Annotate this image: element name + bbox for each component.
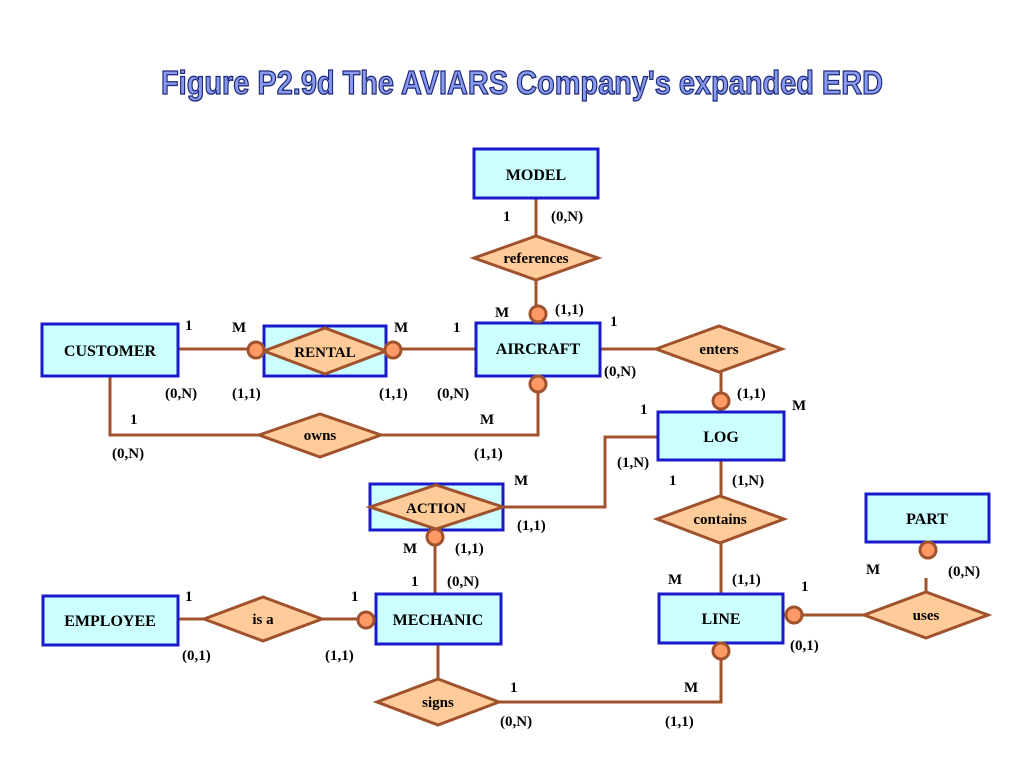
label-line-contains-card: (1,1) <box>732 572 761 588</box>
signs-label: signs <box>422 695 454 711</box>
relationship-references: references <box>469 234 603 282</box>
label-line-contains-m: M <box>668 572 682 588</box>
label-part-uses-m: M <box>866 562 880 578</box>
optional-circle-aircraft-references <box>528 304 548 324</box>
figure-title: Figure P2.9d The AVIARS Company's expand… <box>161 64 883 101</box>
is-a-label: is a <box>252 612 274 628</box>
label-mech-isa-1: 1 <box>351 589 359 605</box>
entity-mechanic: MECHANIC <box>374 592 503 646</box>
enters-label: enters <box>699 342 738 358</box>
label-log-enters-card: (1,1) <box>737 386 766 402</box>
optional-circle-rental-customer <box>246 340 266 360</box>
label-rental-air-m: M <box>394 320 408 336</box>
entity-customer-label: CUSTOMER <box>64 343 157 360</box>
optional-circle-rental-aircraft <box>383 340 403 360</box>
entity-employee-label: EMPLOYEE <box>64 613 156 630</box>
optional-circle-aircraft-owns <box>528 374 548 394</box>
label-model-card: (0,N) <box>551 209 583 225</box>
label-action-mech-m: M <box>403 541 417 557</box>
entity-employee: EMPLOYEE <box>41 594 180 647</box>
optional-circle-mechanic-isa <box>356 610 376 630</box>
line-signs-line <box>499 643 723 704</box>
entity-part-label: PART <box>906 511 948 528</box>
entity-mechanic-label: MECHANIC <box>393 612 484 629</box>
relationship-is-a: is a <box>199 595 327 643</box>
entity-model: MODEL <box>472 147 600 200</box>
label-line-uses-card: (0,1) <box>790 638 819 654</box>
entity-line-label: LINE <box>701 611 740 628</box>
line-log-action <box>503 435 658 509</box>
label-aircraft-enters-1: 1 <box>610 314 618 330</box>
label-action-log-m: M <box>514 473 528 489</box>
label-log-contains-card: (1,N) <box>732 473 764 489</box>
entity-aircraft-label: AIRCRAFT <box>496 341 581 358</box>
label-mech-isa-card: (1,1) <box>325 648 354 664</box>
label-log-action-1: 1 <box>640 402 648 418</box>
label-air-owns-m: M <box>480 412 494 428</box>
label-air-rental-card: (0,N) <box>437 386 469 402</box>
label-aircraft-ref-m: M <box>495 305 509 321</box>
contains-label: contains <box>693 512 747 528</box>
label-cust-owns-card: (0,N) <box>112 446 144 462</box>
label-aircraft-ref-card: (1,1) <box>555 302 584 318</box>
entity-log-label: LOG <box>703 429 739 446</box>
entity-model-label: MODEL <box>506 167 566 184</box>
entity-part: PART <box>864 492 991 544</box>
relationship-owns: owns <box>254 412 386 459</box>
label-mech-action-card: (0,N) <box>447 574 479 590</box>
associative-entity-rental: RENTAL <box>259 324 391 378</box>
label-cust-rental-1: 1 <box>185 318 193 334</box>
label-rental-left-card: (1,1) <box>232 386 261 402</box>
cardinality-labels: 1 (0,N) M (1,1) 1 1 M M 1 (0,N) (1,1) (1… <box>112 209 980 730</box>
label-emp-isa-card: (0,1) <box>182 648 211 664</box>
label-line-uses-1: 1 <box>801 579 809 595</box>
optional-circle-line-signs <box>711 641 731 661</box>
optional-circle-part-uses <box>918 540 938 560</box>
label-mech-signs-1: 1 <box>510 680 518 696</box>
label-mech-action-1: 1 <box>411 574 419 590</box>
relationship-signs: signs <box>372 677 504 727</box>
label-action-log-card: (1,1) <box>517 518 546 534</box>
label-model-1: 1 <box>503 209 511 225</box>
label-line-signs-m: M <box>684 680 698 696</box>
label-emp-isa-1: 1 <box>185 589 193 605</box>
references-label: references <box>503 251 568 267</box>
relationship-enters: enters <box>651 324 787 374</box>
optionality-circles <box>246 304 938 661</box>
label-part-uses-card: (0,N) <box>948 564 980 580</box>
entity-aircraft: AIRCRAFT <box>474 321 602 378</box>
entity-log: LOG <box>656 410 786 462</box>
label-log-contains-1: 1 <box>669 473 677 489</box>
label-action-mech-card: (1,1) <box>455 541 484 557</box>
label-rental-right-card: (1,1) <box>379 386 408 402</box>
label-air-owns-card: (1,1) <box>474 446 503 462</box>
associative-entity-action: ACTION <box>365 482 508 532</box>
label-log-action-card: (1,N) <box>617 455 649 471</box>
entity-line: LINE <box>657 592 785 645</box>
label-mech-signs-card: (0,N) <box>500 714 532 730</box>
line-owns-aircraft <box>381 376 540 437</box>
label-log-enters-m: M <box>792 398 806 414</box>
label-air-enters-card: (0,N) <box>604 364 636 380</box>
rental-label: RENTAL <box>294 345 355 361</box>
label-cust-card: (0,N) <box>165 386 197 402</box>
optional-circle-action-mechanic <box>425 527 445 547</box>
uses-label: uses <box>913 608 940 624</box>
optional-circle-log-enters <box>711 391 731 411</box>
relationship-contains: contains <box>652 494 789 545</box>
label-rental-cust-m: M <box>232 320 246 336</box>
entity-customer: CUSTOMER <box>40 322 180 378</box>
relationship-uses: uses <box>859 590 993 640</box>
action-label: ACTION <box>406 501 466 517</box>
label-cust-owns-1: 1 <box>130 412 138 428</box>
owns-label: owns <box>304 428 337 444</box>
optional-circle-line-uses <box>784 605 804 625</box>
label-line-signs-card: (1,1) <box>665 714 694 730</box>
line-customer-owns <box>108 376 259 437</box>
label-air-rental-1: 1 <box>453 320 461 336</box>
